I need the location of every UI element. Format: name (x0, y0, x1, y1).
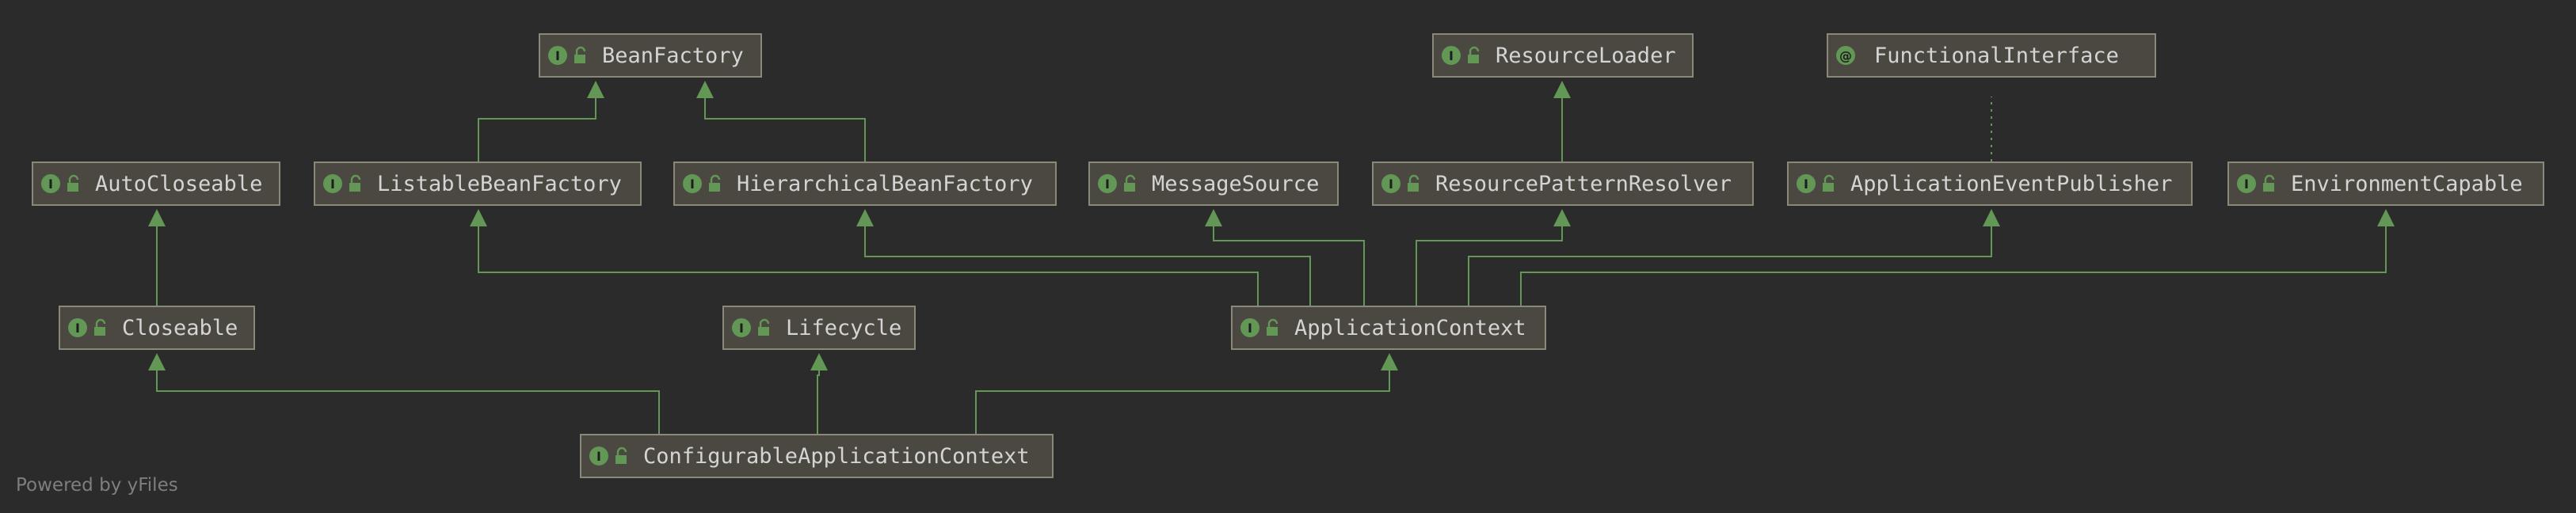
interface-icon: I (68, 318, 87, 337)
interface-icon: I (2237, 174, 2256, 193)
interface-icon: I (732, 318, 751, 337)
node-environmentcapable[interactable]: I EnvironmentCapable (2227, 162, 2544, 206)
lock-icon (1124, 174, 1136, 192)
node-label: ConfigurableApplicationContext (643, 443, 1030, 469)
edge-applicationcontext-to-hierarchicalbeanfactory (856, 209, 1311, 306)
edge-applicationcontext-to-resourcepatternresolver (1416, 209, 1571, 306)
node-messagesource[interactable]: I MessageSource (1088, 162, 1339, 206)
arrowhead-icon (810, 353, 828, 370)
interface-icon: I (1381, 174, 1400, 193)
lock-icon (615, 446, 627, 464)
node-label: Closeable (122, 315, 238, 340)
node-listablebeanfactory[interactable]: I ListableBeanFactory (314, 162, 642, 206)
edge-listablebeanfactory-to-beanfactory (478, 81, 604, 162)
lock-icon (1267, 318, 1278, 336)
node-applicationcontext[interactable]: I ApplicationContext (1231, 306, 1546, 350)
node-label: ListableBeanFactory (377, 171, 622, 196)
arrowhead-icon (148, 353, 166, 370)
node-lifecycle[interactable]: I Lifecycle (722, 306, 916, 350)
edge-closeable-to-autocloseable (148, 209, 166, 306)
arrowhead-icon (1553, 81, 1571, 98)
node-label: ResourcePatternResolver (1435, 171, 1732, 196)
lock-icon (67, 174, 79, 192)
edge-configurableapplicationcontext-to-closeable (148, 353, 660, 434)
arrowhead-icon (2377, 209, 2395, 226)
lock-icon (574, 46, 586, 63)
edge-applicationcontext-to-applicationeventpublisher (1468, 209, 2000, 306)
lock-icon (349, 174, 361, 192)
arrowhead-icon (1553, 209, 1571, 226)
edge-applicationcontext-to-messagesource (1205, 209, 1365, 306)
node-configurableapplicationcontext[interactable]: I ConfigurableApplicationContext (580, 434, 1054, 478)
edge-resourcepatternresolver-to-resourceloader (1553, 81, 1571, 162)
arrowhead-icon (470, 209, 487, 226)
lock-icon (2263, 174, 2275, 192)
interface-icon: I (1442, 46, 1461, 65)
interface-icon: I (683, 174, 702, 193)
edge-applicationcontext-to-listablebeanfactory (470, 209, 1259, 306)
interface-icon: I (323, 174, 342, 193)
lock-icon (1408, 174, 1419, 192)
powered-by-footer: Powered by yFiles (16, 475, 178, 496)
node-label: HierarchicalBeanFactory (737, 171, 1033, 196)
arrowhead-icon (696, 81, 714, 98)
interface-icon: I (1098, 174, 1117, 193)
lock-icon (758, 318, 770, 336)
lock-icon (94, 318, 106, 336)
arrowhead-icon (587, 81, 604, 98)
edge-applicationcontext-to-environmentcapable (1520, 209, 2395, 306)
interface-icon: I (589, 446, 608, 466)
node-functionalinterface[interactable]: @ FunctionalInterface (1827, 33, 2156, 78)
node-label: EnvironmentCapable (2291, 171, 2523, 196)
arrowhead-icon (856, 209, 874, 226)
node-resourcepatternresolver[interactable]: I ResourcePatternResolver (1372, 162, 1754, 206)
arrowhead-icon (1381, 353, 1398, 370)
arrowhead-icon (1205, 209, 1222, 226)
interface-icon: I (548, 46, 567, 65)
node-label: FunctionalInterface (1874, 43, 2119, 68)
lock-icon (1468, 46, 1480, 63)
interface-icon: I (41, 174, 60, 193)
node-label: ResourceLoader (1496, 43, 1676, 68)
node-hierarchicalbeanfactory[interactable]: I HierarchicalBeanFactory (673, 162, 1057, 206)
node-beanfactory[interactable]: I BeanFactory (539, 33, 762, 78)
interface-icon: I (1797, 174, 1816, 193)
node-label: Lifecycle (786, 315, 902, 340)
lock-icon (1823, 174, 1835, 192)
interface-icon: I (1240, 318, 1259, 337)
arrowhead-icon (1983, 209, 2000, 226)
annotation-icon: @ (1836, 46, 1855, 65)
edge-configurableapplicationcontext-to-applicationcontext (975, 353, 1398, 434)
node-label: MessageSource (1152, 171, 1320, 196)
node-closeable[interactable]: I Closeable (59, 306, 255, 350)
node-resourceloader[interactable]: I ResourceLoader (1432, 33, 1694, 78)
edge-hierarchicalbeanfactory-to-beanfactory (696, 81, 866, 162)
node-applicationeventpublisher[interactable]: I ApplicationEventPublisher (1787, 162, 2193, 206)
edge-configurableapplicationcontext-to-lifecycle (810, 353, 828, 434)
lock-icon (709, 174, 721, 192)
node-label: ApplicationEventPublisher (1850, 171, 2173, 196)
node-label: BeanFactory (602, 43, 744, 68)
node-label: ApplicationContext (1294, 315, 1526, 340)
node-autocloseable[interactable]: I AutoCloseable (32, 162, 280, 206)
node-label: AutoCloseable (95, 171, 263, 196)
arrowhead-icon (148, 209, 166, 226)
